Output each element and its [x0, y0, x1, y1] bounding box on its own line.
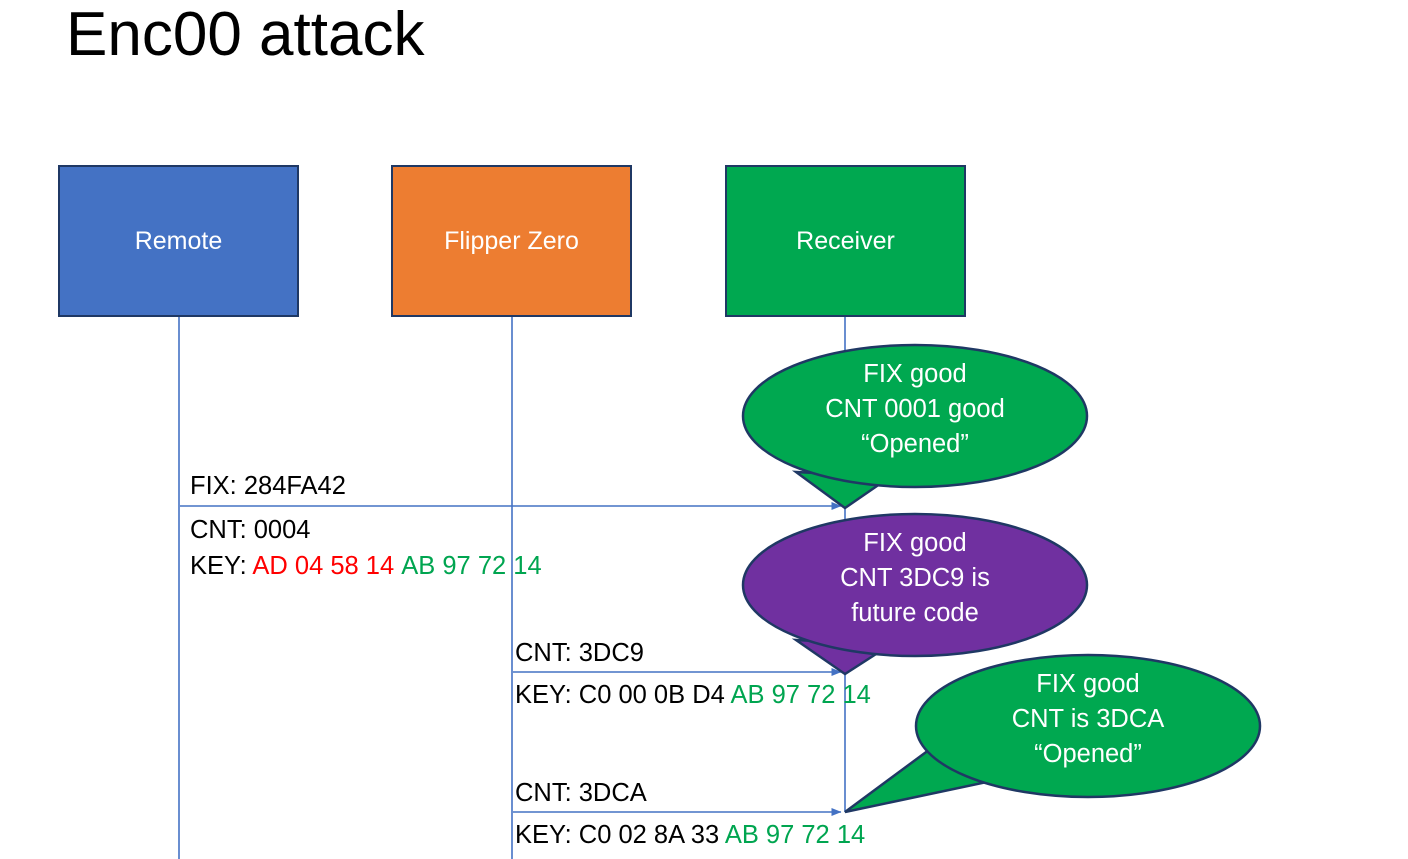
message-1-key-prefix: KEY: [190, 552, 253, 580]
lane-box-receiver[interactable]: Receiver [725, 165, 966, 317]
lane-box-flipper[interactable]: Flipper Zero [391, 165, 632, 317]
speech-bubble-3-body [914, 653, 1262, 799]
message-1-key-green: AB 97 72 14 [401, 552, 542, 580]
speech-bubble-1-body [741, 343, 1089, 489]
speech-bubble-1 [741, 343, 1089, 510]
message-2-key: KEY: C0 00 0B D4 AB 97 72 14 [515, 680, 871, 710]
message-3-cnt: CNT: 3DCA [515, 779, 647, 807]
speech-bubble-2-body [741, 512, 1089, 658]
message-2-key-green: AB 97 72 14 [730, 681, 871, 709]
message-3-key-green: AB 97 72 14 [724, 821, 866, 849]
message-1-key-red: AD 04 58 14 [252, 552, 395, 580]
lane-label-remote: Remote [134, 227, 223, 255]
lane-label-receiver: Receiver [796, 227, 895, 255]
message-3-key: KEY: C0 02 8A 33 AB 97 72 14 [515, 820, 865, 850]
lane-label-flipper: Flipper Zero [444, 227, 579, 255]
page-title: Enc00 attack [66, 0, 425, 69]
message-1-key: KEY: AD 04 58 14 AB 97 72 14 [190, 551, 542, 581]
message-2-key-prefix: KEY: C0 00 0B D4 [515, 681, 731, 709]
message-3-key-prefix: KEY: C0 02 8A 33 [515, 821, 725, 849]
message-1-fix: FIX: 284FA42 [190, 472, 346, 500]
speech-bubble-3 [844, 653, 1262, 814]
lane-box-remote[interactable]: Remote [58, 165, 299, 317]
message-1-cnt: CNT: 0004 [190, 516, 311, 544]
message-2-cnt: CNT: 3DC9 [515, 639, 644, 667]
speech-bubble-2 [741, 512, 1089, 676]
